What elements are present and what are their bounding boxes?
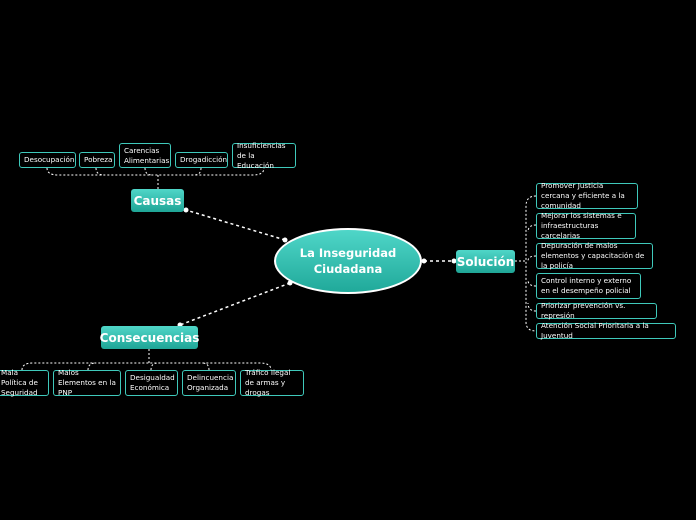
consecuencia-item-label: Delincuencia Organizada <box>187 373 234 392</box>
causa-item-label: Carencias Alimentarias <box>124 145 170 165</box>
solucion-item-label: Control interno y externo en el desempeñ… <box>541 276 632 295</box>
solucion-item-label: Depuración de malos elementos y capacita… <box>541 241 645 270</box>
consecuencia-item-politica[interactable]: Mala Política de Seguridad <box>0 368 49 397</box>
causa-item-label: Drogadicción <box>180 155 228 164</box>
solucion-item-label: Mejorar los sistemas e infraestructuras … <box>541 211 622 240</box>
causa-item-label: Pobreza <box>84 155 113 164</box>
topic-consecuencias-label: Consecuencias <box>99 330 200 345</box>
topic-consecuencias[interactable]: Consecuencias <box>99 326 200 349</box>
consecuencia-item-label: Mala Política de Seguridad <box>1 368 38 397</box>
solucion-item-prevencion[interactable]: Priorizar prevención vs. represión <box>536 301 657 320</box>
solucion-item-depuracion[interactable]: Depuración de malos elementos y capacita… <box>536 241 653 270</box>
central-topic[interactable]: La Inseguridad Ciudadana <box>274 228 422 294</box>
topic-causas-label: Causas <box>133 193 182 208</box>
consecuencia-item-pnp[interactable]: Malos Elementos en la PNP <box>53 368 121 397</box>
solucion-item-label: Promover Justicia cercana y eficiente a … <box>541 181 625 210</box>
topic-causas[interactable]: Causas <box>131 189 184 212</box>
solucion-item-label: Atención Social Prioritaria a la Juventu… <box>541 321 649 340</box>
consecuencia-item-label: Desigualdad Económica <box>130 373 175 392</box>
causa-item-desocupacion[interactable]: Desocupación <box>19 152 76 168</box>
solucion-item-label: Priorizar prevención vs. represión <box>541 301 626 320</box>
causa-item-pobreza[interactable]: Pobreza <box>79 152 115 168</box>
solucion-item-control[interactable]: Control interno y externo en el desempeñ… <box>536 273 641 299</box>
consecuencia-item-trafico[interactable]: Tráfico Ilegal de armas y drogas <box>240 368 304 397</box>
consecuencia-item-label: Malos Elementos en la PNP <box>58 368 116 397</box>
consecuencia-item-label: Tráfico Ilegal de armas y drogas <box>245 368 291 397</box>
causa-item-educacion[interactable]: Insuficiencias de la Educación <box>232 140 296 170</box>
topic-solucion-label: Solución <box>456 254 515 269</box>
causa-item-label: Insuficiencias de la Educación <box>237 140 286 170</box>
causa-item-drogadiccion[interactable]: Drogadicción <box>175 152 228 168</box>
consecuencia-item-desigualdad[interactable]: Desigualdad Económica <box>125 370 178 396</box>
solucion-item-juventud[interactable]: Atención Social Prioritaria a la Juventu… <box>536 321 676 340</box>
topic-solucion[interactable]: Solución <box>456 250 515 273</box>
causa-item-label: Desocupación <box>24 155 75 164</box>
central-topic-label: La Inseguridad Ciudadana <box>299 246 397 276</box>
causa-item-carencias[interactable]: Carencias Alimentarias <box>119 143 171 168</box>
solucion-item-justicia[interactable]: Promover Justicia cercana y eficiente a … <box>536 181 638 210</box>
consecuencia-item-delincuencia[interactable]: Delincuencia Organizada <box>182 370 236 396</box>
solucion-item-carcelarias[interactable]: Mejorar los sistemas e infraestructuras … <box>536 211 636 240</box>
